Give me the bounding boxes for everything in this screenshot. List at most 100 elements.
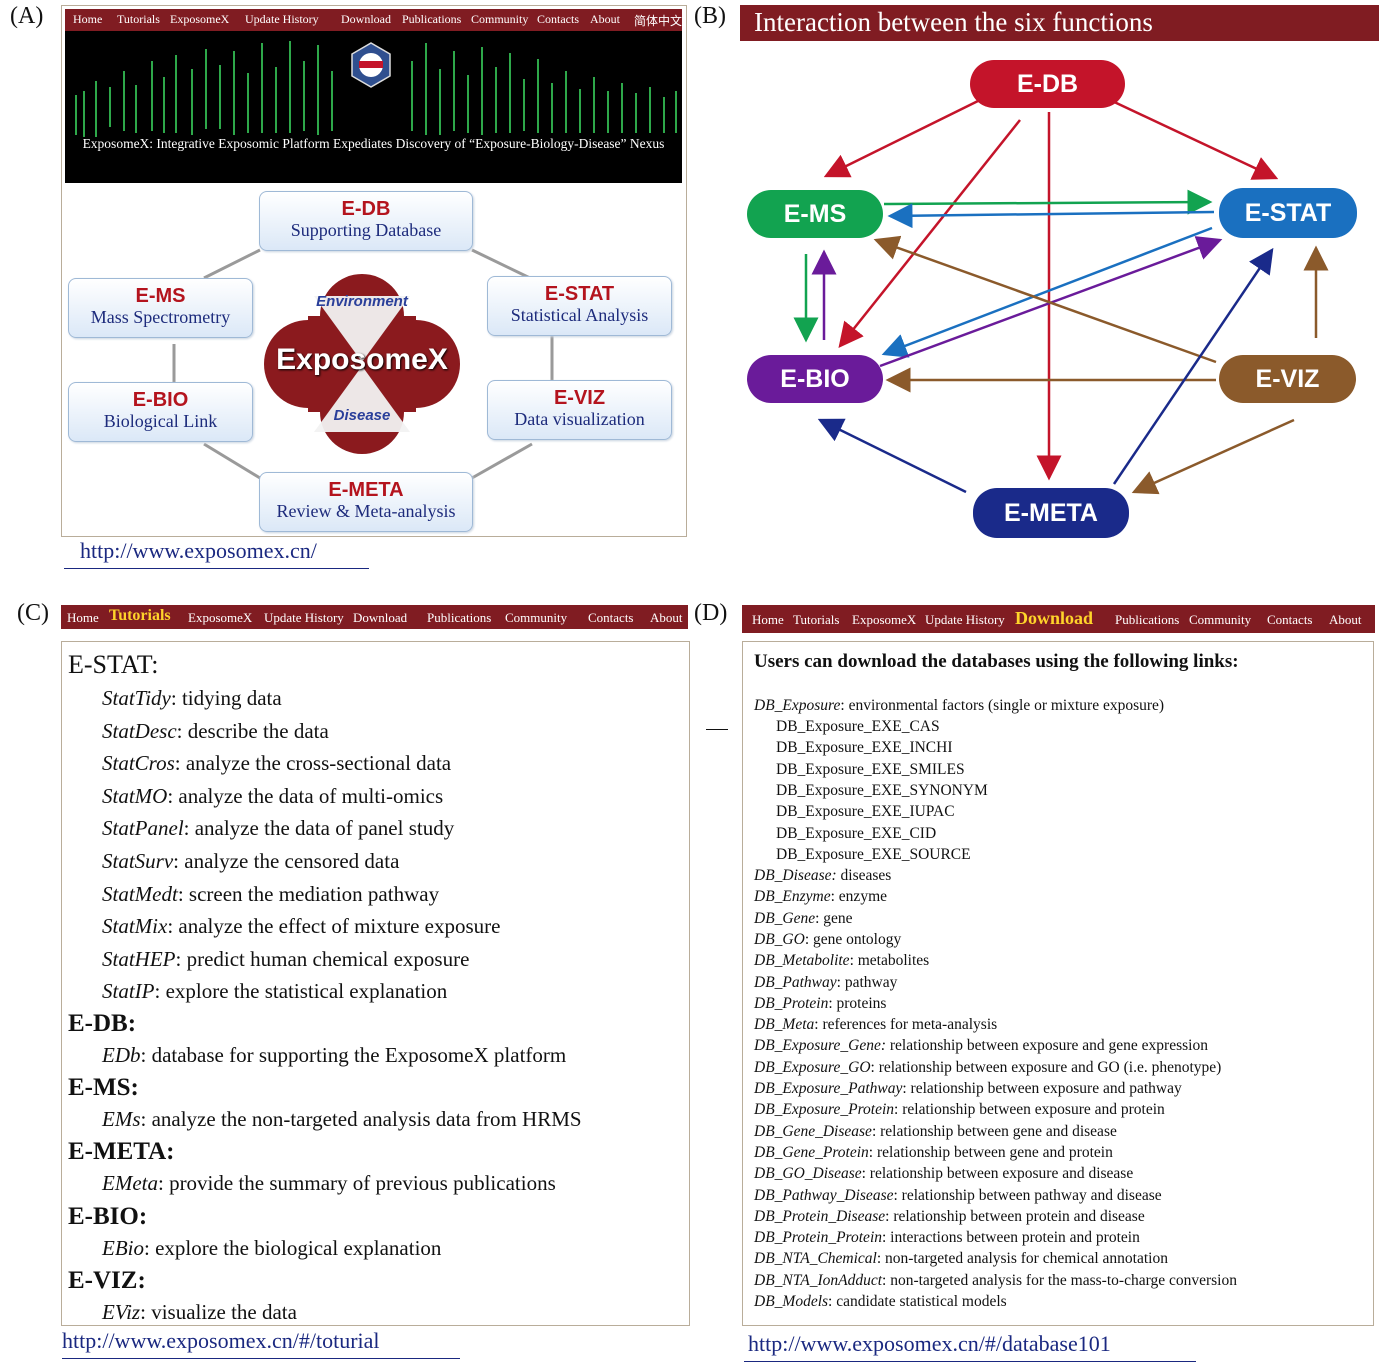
item-desc: : candidate statistical models <box>828 1293 1007 1310</box>
item-desc: : tidying data <box>171 686 282 710</box>
node-emeta[interactable]: E-META <box>973 488 1129 538</box>
section-item[interactable]: EMeta: provide the summary of previous p… <box>102 1171 556 1196</box>
db-link[interactable]: DB_Protein_Protein: interactions between… <box>754 1229 1140 1247</box>
nav-bar-c: Home Tutorials ExposomeX Update History … <box>61 605 688 629</box>
download-heading: Users can download the databases using t… <box>754 651 1239 673</box>
section-item[interactable]: EBio: explore the biological explanation <box>102 1236 441 1261</box>
url-underline-d <box>744 1361 1196 1362</box>
estat-item[interactable]: StatIP: explore the statistical explanat… <box>102 979 447 1004</box>
db-exposure-sub-link[interactable]: DB_Exposure_EXE_SMILES <box>776 761 965 779</box>
db-link[interactable]: DB_NTA_Chemical: non-targeted analysis f… <box>754 1250 1168 1268</box>
db-exposure-sub-link[interactable]: DB_Exposure_EXE_SYNONYM <box>776 782 988 800</box>
item-name: DB_Protein <box>754 995 828 1012</box>
node-ems[interactable]: E-MS <box>747 190 883 238</box>
item-desc: : describe the data <box>177 719 329 743</box>
db-link[interactable]: DB_GO: gene ontology <box>754 931 901 949</box>
nav-update-history[interactable]: Update History <box>925 612 1005 628</box>
db-link[interactable]: DB_Meta: references for meta-analysis <box>754 1016 997 1034</box>
nav-community[interactable]: Community <box>505 610 567 626</box>
estat-item[interactable]: StatDesc: describe the data <box>102 719 329 744</box>
db-link[interactable]: DB_Exposure_Gene: relationship between e… <box>754 1037 1208 1055</box>
node-estat[interactable]: E-STAT <box>1219 188 1357 238</box>
estat-item[interactable]: StatTidy: tidying data <box>102 686 282 711</box>
nav-tutorials[interactable]: Tutorials <box>793 612 839 628</box>
db-desc: : environmental factors (single or mixtu… <box>840 697 1164 714</box>
estat-item[interactable]: StatHEP: predict human chemical exposure <box>102 947 469 972</box>
item-desc: : visualize the data <box>140 1300 297 1324</box>
item-desc: : analyze the cross-sectional data <box>175 751 451 775</box>
nav-publications[interactable]: Publications <box>427 610 491 626</box>
nav-about[interactable]: About <box>650 610 683 626</box>
estat-item[interactable]: StatMO: analyze the data of multi-omics <box>102 784 443 809</box>
db-link[interactable]: DB_Pathway: pathway <box>754 974 897 992</box>
item-name: DB_Exposure_Pathway <box>754 1080 902 1097</box>
db-exposure-sub-link[interactable]: DB_Exposure_EXE_INCHI <box>776 739 953 757</box>
item-desc: : references for meta-analysis <box>814 1016 997 1033</box>
item-name: StatMedt <box>102 882 178 906</box>
item-name: DB_GO_Disease <box>754 1165 862 1182</box>
db-link[interactable]: DB_Gene: gene <box>754 910 853 928</box>
db-exposure-link[interactable]: DB_Exposure: environmental factors (sing… <box>754 697 1164 715</box>
item-desc: : interactions between protein and prote… <box>882 1229 1140 1246</box>
nav-community[interactable]: Community <box>1189 612 1251 628</box>
node-eviz[interactable]: E-VIZ <box>1219 355 1356 403</box>
db-link[interactable]: DB_Exposure_Pathway: relationship betwee… <box>754 1080 1182 1098</box>
nav-tutorials-active[interactable]: Tutorials <box>109 607 171 625</box>
nav-exposomex[interactable]: ExposomeX <box>188 610 252 626</box>
item-desc: : gene <box>815 910 852 927</box>
nav-contacts[interactable]: Contacts <box>588 610 634 626</box>
estat-item[interactable]: StatMedt: screen the mediation pathway <box>102 882 439 907</box>
nav-about[interactable]: About <box>1329 612 1362 628</box>
nav-publications[interactable]: Publications <box>1115 612 1179 628</box>
node-edb[interactable]: E-DB <box>970 60 1125 108</box>
db-link[interactable]: DB_Metabolite: metabolites <box>754 952 929 970</box>
db-link[interactable]: DB_Enzyme: enzyme <box>754 888 887 906</box>
estat-item[interactable]: StatMix: analyze the effect of mixture e… <box>102 914 500 939</box>
node-ebio[interactable]: E-BIO <box>747 355 883 403</box>
panel-label-d: (D) <box>694 600 727 627</box>
item-desc: : non-targeted analysis for the mass-to-… <box>882 1272 1237 1289</box>
nav-update-history[interactable]: Update History <box>264 610 344 626</box>
item-desc: : provide the summary of previous public… <box>158 1171 556 1195</box>
db-link[interactable]: DB_GO_Disease: relationship between expo… <box>754 1165 1133 1183</box>
section-item[interactable]: EMs: analyze the non-targeted analysis d… <box>102 1107 582 1132</box>
db-link[interactable]: DB_Models: candidate statistical models <box>754 1293 1007 1311</box>
db-exposure-sub-link[interactable]: DB_Exposure_EXE_CID <box>776 825 936 843</box>
db-link[interactable]: DB_Disease: diseases <box>754 867 891 885</box>
item-name: DB_Gene_Disease <box>754 1123 872 1140</box>
panel-label-c: (C) <box>17 600 49 627</box>
db-link[interactable]: DB_NTA_IonAdduct: non-targeted analysis … <box>754 1272 1237 1290</box>
db-link[interactable]: DB_Exposure_GO: relationship between exp… <box>754 1059 1221 1077</box>
nav-exposomex[interactable]: ExposomeX <box>852 612 916 628</box>
estat-item[interactable]: StatCros: analyze the cross-sectional da… <box>102 751 451 776</box>
section-item[interactable]: EViz: visualize the data <box>102 1300 297 1325</box>
estat-item[interactable]: StatPanel: analyze the data of panel stu… <box>102 816 454 841</box>
db-link[interactable]: DB_Pathway_Disease: relationship between… <box>754 1187 1162 1205</box>
item-name: EDb <box>102 1043 141 1067</box>
db-exposure-sub-link[interactable]: DB_Exposure_EXE_IUPAC <box>776 803 955 821</box>
item-name: DB_Exposure_Protein <box>754 1101 894 1118</box>
item-desc: : analyze the data of multi-omics <box>167 784 443 808</box>
estat-item[interactable]: StatSurv: analyze the censored data <box>102 849 399 874</box>
nav-download[interactable]: Download <box>353 610 407 626</box>
item-name: StatMix <box>102 914 167 938</box>
item-name: DB_Disease: <box>754 867 837 884</box>
db-link[interactable]: DB_Gene_Disease: relationship between ge… <box>754 1123 1117 1141</box>
nav-contacts[interactable]: Contacts <box>1267 612 1313 628</box>
db-exposure-sub-link[interactable]: DB_Exposure_EXE_CAS <box>776 718 940 736</box>
section-item[interactable]: EDb: database for supporting the Exposom… <box>102 1043 566 1068</box>
db-link[interactable]: DB_Protein_Disease: relationship between… <box>754 1208 1145 1226</box>
nav-home[interactable]: Home <box>67 610 99 626</box>
nav-home[interactable]: Home <box>752 612 784 628</box>
nav-download-active[interactable]: Download <box>1015 608 1093 629</box>
separator-dash <box>706 729 728 730</box>
db-link[interactable]: DB_Exposure_Protein: relationship betwee… <box>754 1101 1165 1119</box>
item-name: DB_Metabolite <box>754 952 850 969</box>
item-name: DB_GO <box>754 931 805 948</box>
url-link-d[interactable]: http://www.exposomex.cn/#/database101 <box>748 1331 1111 1357</box>
url-link-c[interactable]: http://www.exposomex.cn/#/toturial <box>62 1328 380 1354</box>
db-exposure-sub-link[interactable]: DB_Exposure_EXE_SOURCE <box>776 846 971 864</box>
db-link[interactable]: DB_Protein: proteins <box>754 995 886 1013</box>
section-heading: E-VIZ: <box>68 1267 146 1295</box>
db-link[interactable]: DB_Gene_Protein: relationship between ge… <box>754 1144 1113 1162</box>
